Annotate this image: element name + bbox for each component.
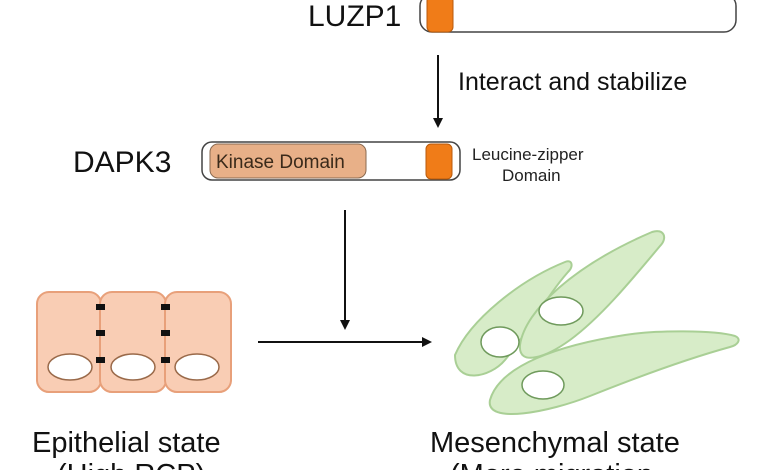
- luzp1-leucine-zipper-domain: [426, 0, 454, 33]
- kinase-domain-label: Kinase Domain: [216, 152, 345, 173]
- luzp1-protein: LUZP1: [308, 0, 737, 33]
- mesenchymal-cells: [453, 230, 740, 415]
- mesenchymal-nucleus: [480, 326, 520, 358]
- dapk3-leucine-zipper-domain: [425, 143, 453, 180]
- dapk3-kinase-domain: [209, 143, 367, 179]
- epithelial-state-label: Epithelial state: [32, 427, 221, 459]
- mesenchymal-cell: [518, 230, 666, 359]
- epithelial-cells: [36, 291, 232, 393]
- interaction-arrow-group: Interact and stabilize: [433, 55, 687, 128]
- mesenchymal-state-label: Mesenchymal state: [430, 427, 680, 459]
- leucine-zipper-label-line2: Domain: [502, 166, 561, 185]
- interaction-label: Interact and stabilize: [458, 68, 687, 96]
- epithelial-nucleus: [110, 353, 156, 381]
- mesenchymal-nucleus: [521, 370, 565, 400]
- epithelial-nucleus: [47, 353, 93, 381]
- epithelial-state-sublabel: (High RCP): [57, 459, 205, 470]
- luzp1-bar: [419, 0, 737, 33]
- leucine-zipper-label-line1: Leucine-zipper: [472, 145, 584, 164]
- epithelial-nucleus: [174, 353, 220, 381]
- mesenchymal-nucleus: [538, 296, 584, 326]
- mesenchymal-state-sublabel: (More migration: [450, 459, 653, 470]
- cell-junctions: [96, 304, 170, 363]
- luzp1-label: LUZP1: [308, 0, 401, 33]
- dapk3-label: DAPK3: [73, 146, 171, 179]
- dapk3-protein: DAPK3 Kinase Domain Leucine-zipper Domai…: [73, 141, 584, 185]
